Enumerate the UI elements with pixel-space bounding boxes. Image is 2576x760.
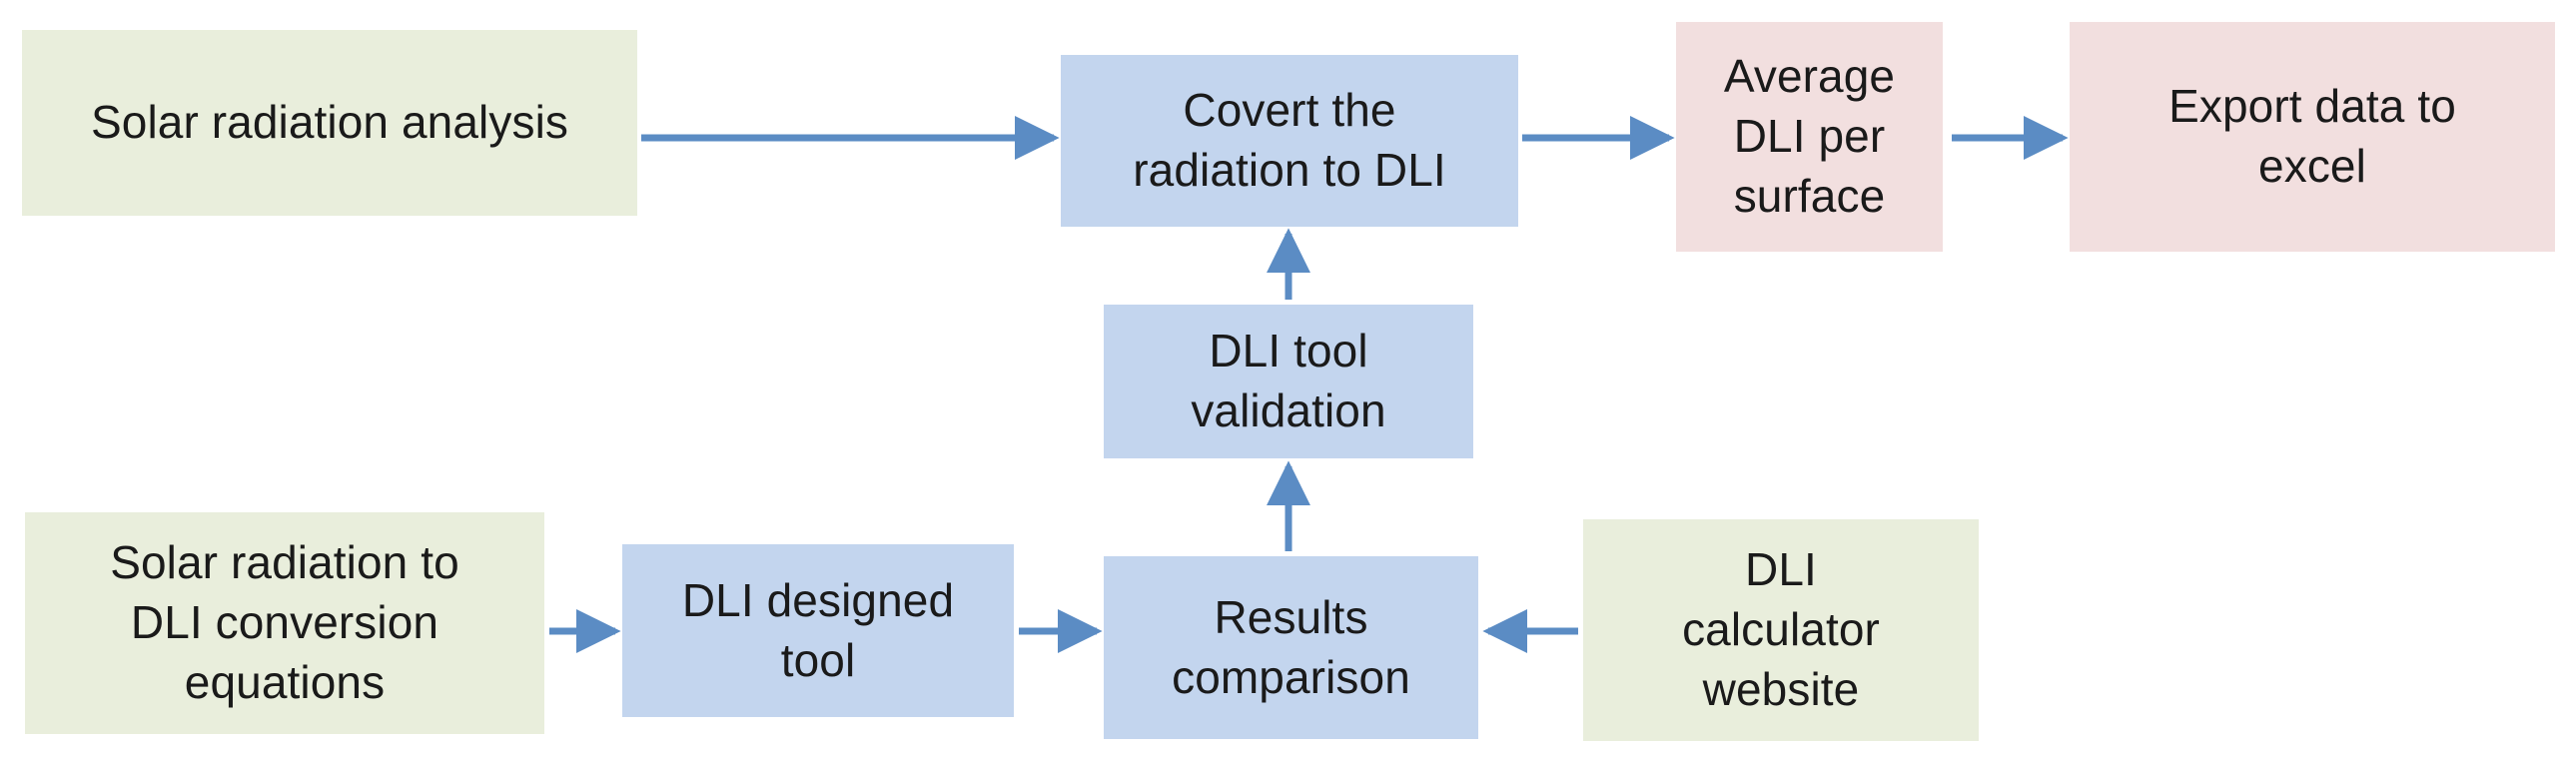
node-dli-tool-validation[interactable]: DLI tool validation [1104,305,1473,458]
node-dli-designed-tool[interactable]: DLI designed tool [622,544,1014,717]
node-results-comparison[interactable]: Results comparison [1104,556,1478,739]
node-label: Solar radiation analysis [91,96,568,149]
node-label: DLI calculator website [1682,543,1880,715]
node-label: Covert the radiation to DLI [1133,84,1446,196]
node-label: Export data to excel [2168,80,2456,192]
node-label: Average DLI per surface [1723,50,1896,222]
node-label: DLI tool validation [1191,325,1386,436]
node-convert-radiation-to-dli[interactable]: Covert the radiation to DLI [1061,55,1518,227]
node-label: DLI designed tool [681,573,955,686]
node-dli-calculator-website[interactable]: DLI calculator website [1583,519,1979,741]
node-average-dli-per-surface[interactable]: Average DLI per surface [1676,22,1943,252]
node-label: Results comparison [1172,590,1410,703]
node-solar-radiation-to-dli-conversion-equations[interactable]: Solar radiation to DLI conversion equati… [25,512,544,734]
node-label: Solar radiation to DLI conversion equati… [110,536,459,708]
node-solar-radiation-analysis[interactable]: Solar radiation analysis [22,30,637,216]
node-export-data-to-excel[interactable]: Export data to excel [2070,22,2555,252]
